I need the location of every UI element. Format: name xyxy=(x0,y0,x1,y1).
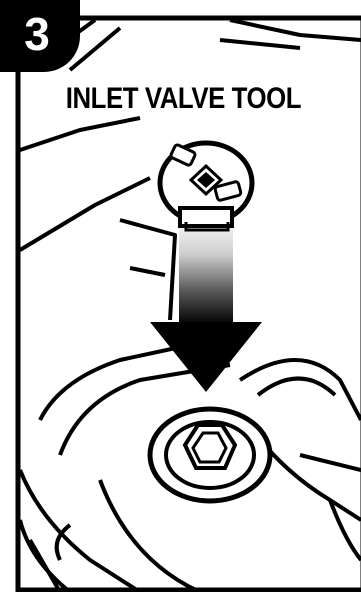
hex-socket-icon xyxy=(150,409,270,501)
step-number-badge: 3 xyxy=(0,0,80,72)
illustration-title: INLET VALVE TOOL xyxy=(64,84,323,114)
